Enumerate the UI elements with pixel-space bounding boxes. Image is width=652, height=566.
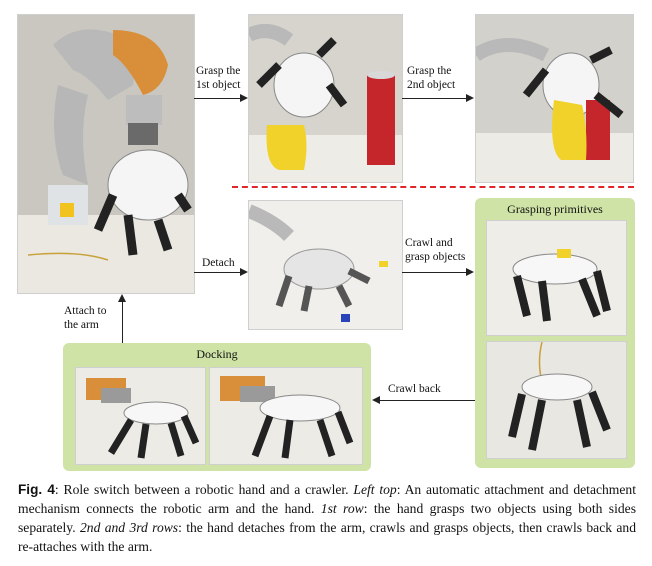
arrow-detach-head — [240, 268, 248, 276]
caption-row1-text: : the hand grasps two objects using both… — [18, 501, 636, 535]
photo-docking-approach — [75, 367, 206, 465]
row-separator — [232, 186, 634, 188]
grasp2-illustration — [476, 15, 633, 182]
caption-row1-label: 1st row — [320, 501, 364, 516]
photo-grasp-first-object — [248, 14, 403, 183]
photo-docking-attached — [209, 367, 363, 465]
photo-grasp-primitive-top — [486, 220, 627, 336]
label-crawl-back: Crawl back — [388, 383, 441, 395]
arrow-grasp-second — [402, 98, 466, 99]
photo-grasp-second-object — [475, 14, 634, 183]
arrow-grasp-second-head — [466, 94, 474, 102]
caption-lefttop-label: Left top — [353, 482, 397, 497]
photo-detached-crawler — [248, 200, 403, 330]
photo-arm-with-hand — [17, 14, 195, 294]
arrow-grasp-first-head — [240, 94, 248, 102]
docking-title: Docking — [196, 347, 238, 361]
label-detach: Detach — [202, 257, 235, 269]
primitive1-illustration — [487, 221, 626, 335]
arm-illustration — [18, 15, 194, 293]
label-crawl-grasp: Crawl and grasp objects — [405, 237, 466, 263]
figure-caption: Fig. 4: Role switch between a robotic ha… — [18, 480, 636, 556]
docking1-illustration — [76, 368, 205, 464]
caption-fig-label: Fig. 4 — [18, 482, 55, 497]
caption-intro: : Role switch between a robotic hand and… — [54, 482, 354, 497]
grasp1-illustration — [249, 15, 402, 182]
arrow-detach — [194, 272, 240, 273]
caption-row23-label: 2nd and 3rd rows — [79, 520, 179, 535]
primitive2-illustration — [487, 342, 626, 458]
arrow-grasp-first — [194, 98, 240, 99]
label-attach: Attach to the arm — [64, 305, 107, 331]
arrow-attach — [122, 302, 123, 343]
label-grasp-first: Grasp the 1st object — [196, 65, 241, 91]
arrow-crawl-grasp — [402, 272, 466, 273]
arrow-crawl-back-head — [372, 396, 380, 404]
caption-lefttop-text: : An automatic attachment and detachment… — [18, 482, 636, 516]
detach-illustration — [249, 201, 402, 329]
grasping-primitives-title: Grasping primitives — [507, 202, 603, 216]
photo-grasp-primitive-bottom — [486, 341, 627, 459]
arrow-crawl-back — [380, 400, 475, 401]
label-grasp-second: Grasp the 2nd object — [407, 65, 456, 91]
caption-row23-text: : the hand detaches from the arm, crawls… — [18, 520, 637, 554]
arrow-crawl-grasp-head — [466, 268, 474, 276]
arrow-attach-head — [118, 294, 126, 302]
docking2-illustration — [210, 368, 362, 464]
